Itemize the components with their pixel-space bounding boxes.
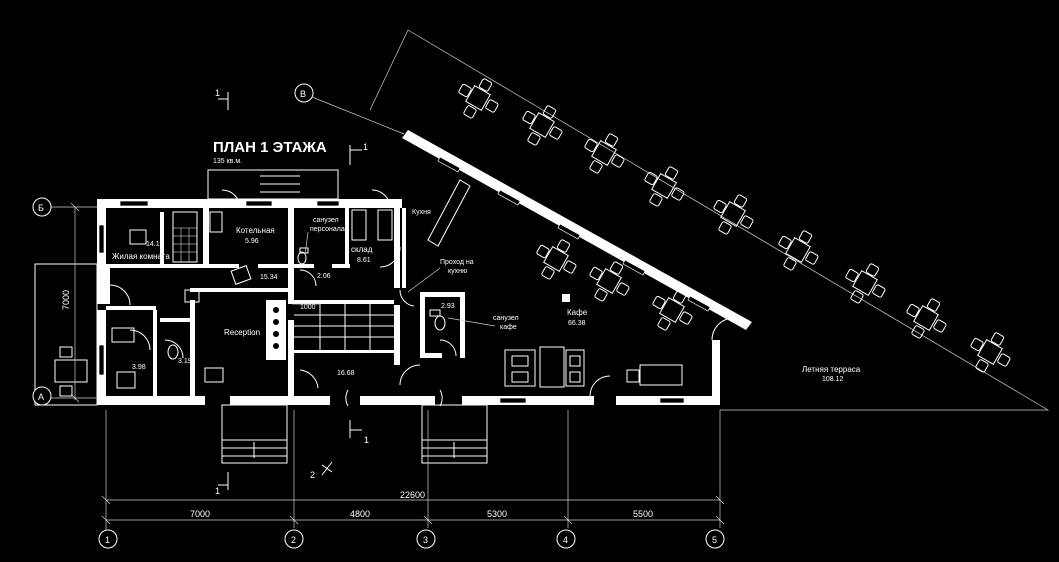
leader-lines <box>292 231 496 327</box>
table-with-chairs <box>906 298 947 339</box>
room-kitchen-label: Кухня <box>412 209 431 216</box>
axis-label-b: Б <box>38 203 44 213</box>
axis-label-2: 2 <box>291 535 296 545</box>
room-living-area: 14.19 <box>146 241 164 248</box>
axis-label-5: 5 <box>712 535 717 545</box>
room-staff-wc-label-2: персонала <box>310 226 345 233</box>
axis-label-v: В <box>300 89 306 99</box>
table-with-chairs <box>713 194 754 235</box>
table-with-chairs <box>845 263 886 304</box>
staircase <box>294 304 394 350</box>
section-1-bottom-label: 1 <box>364 435 369 445</box>
room-cafe-wc-area: 2.93 <box>441 303 455 310</box>
axis-bubbles <box>32 83 725 549</box>
room-corridor-area: 15.34 <box>260 274 278 281</box>
axis-bubble-3 <box>416 529 436 549</box>
room-cafe-wc-label-2: кафе <box>500 324 517 331</box>
plan-title: ПЛАН 1 ЭТАЖА <box>213 139 327 156</box>
table-with-chairs <box>652 290 693 331</box>
axis-label-3: 3 <box>423 535 428 545</box>
table-with-chairs <box>522 105 563 146</box>
table-with-chairs <box>778 230 819 271</box>
stair-dimension: 1000 <box>300 304 316 311</box>
axis-bubble-a <box>32 386 52 406</box>
building-walls <box>97 130 752 405</box>
terrace-label: Летняя терраса <box>802 365 861 374</box>
axis-bubble-b <box>32 197 52 217</box>
axis-label-a: А <box>38 392 44 402</box>
table-with-chairs <box>644 166 685 207</box>
terrace-outline <box>369 29 1050 411</box>
dim-span-1: 7000 <box>190 509 210 519</box>
room-staff-wc-area: 2.06 <box>317 273 331 280</box>
passage-label-1: Проход на <box>440 259 474 266</box>
terrace-tables <box>458 78 1011 373</box>
table-with-chairs <box>536 239 577 280</box>
passage-label-2: кухню <box>448 268 467 275</box>
room-storage-label: склад <box>351 245 373 254</box>
axis-bubble-1 <box>98 529 118 549</box>
table-with-chairs <box>970 332 1011 373</box>
dim-height: 7000 <box>61 290 71 310</box>
axis-label-4: 4 <box>563 535 568 545</box>
room-cafe-label: Кафе <box>567 308 588 317</box>
dim-span-3: 5300 <box>487 509 507 519</box>
doors <box>109 189 735 407</box>
dim-span-4: 5500 <box>633 509 653 519</box>
room-wc-a-area: 3.98 <box>132 364 146 371</box>
room-reception-label: Reception <box>224 328 260 337</box>
room-staff-wc-label-1: санузел <box>313 217 339 224</box>
table-with-chairs <box>584 133 625 174</box>
terrace-area: 108.12 <box>822 376 844 383</box>
entrances <box>34 169 488 464</box>
section-markers <box>218 92 362 490</box>
axis-bubble-v <box>294 83 314 103</box>
room-stairs-area: 16.68 <box>337 370 355 377</box>
room-living-label: Жилая комната <box>112 252 170 261</box>
dim-span-2: 4800 <box>350 509 370 519</box>
section-1-lower-label: 1 <box>215 486 220 496</box>
axis-bubble-2 <box>284 529 304 549</box>
dim-total: 22600 <box>400 490 425 500</box>
table-with-chairs <box>458 78 499 119</box>
plan-area: 135 кв.м. <box>213 158 242 165</box>
axis-bubble-4 <box>556 529 576 549</box>
room-wc-b-area: 3.19 <box>178 358 192 365</box>
room-cafe-area: 66.38 <box>568 320 586 327</box>
section-1-top-label: 1 <box>215 88 220 98</box>
axis-bubble-5 <box>705 529 725 549</box>
fixtures <box>54 179 683 397</box>
room-cafe-wc-label-1: санузел <box>493 315 519 322</box>
room-boiler-label: Котельная <box>236 226 275 235</box>
room-boiler-area: 5.96 <box>245 238 259 245</box>
axis-label-1: 1 <box>105 535 110 545</box>
section-2-label: 2 <box>310 470 315 480</box>
room-storage-area: 8.61 <box>357 257 371 264</box>
table-with-chairs <box>589 261 630 302</box>
windows <box>98 156 711 404</box>
section-1-right-label: 1 <box>363 142 368 152</box>
